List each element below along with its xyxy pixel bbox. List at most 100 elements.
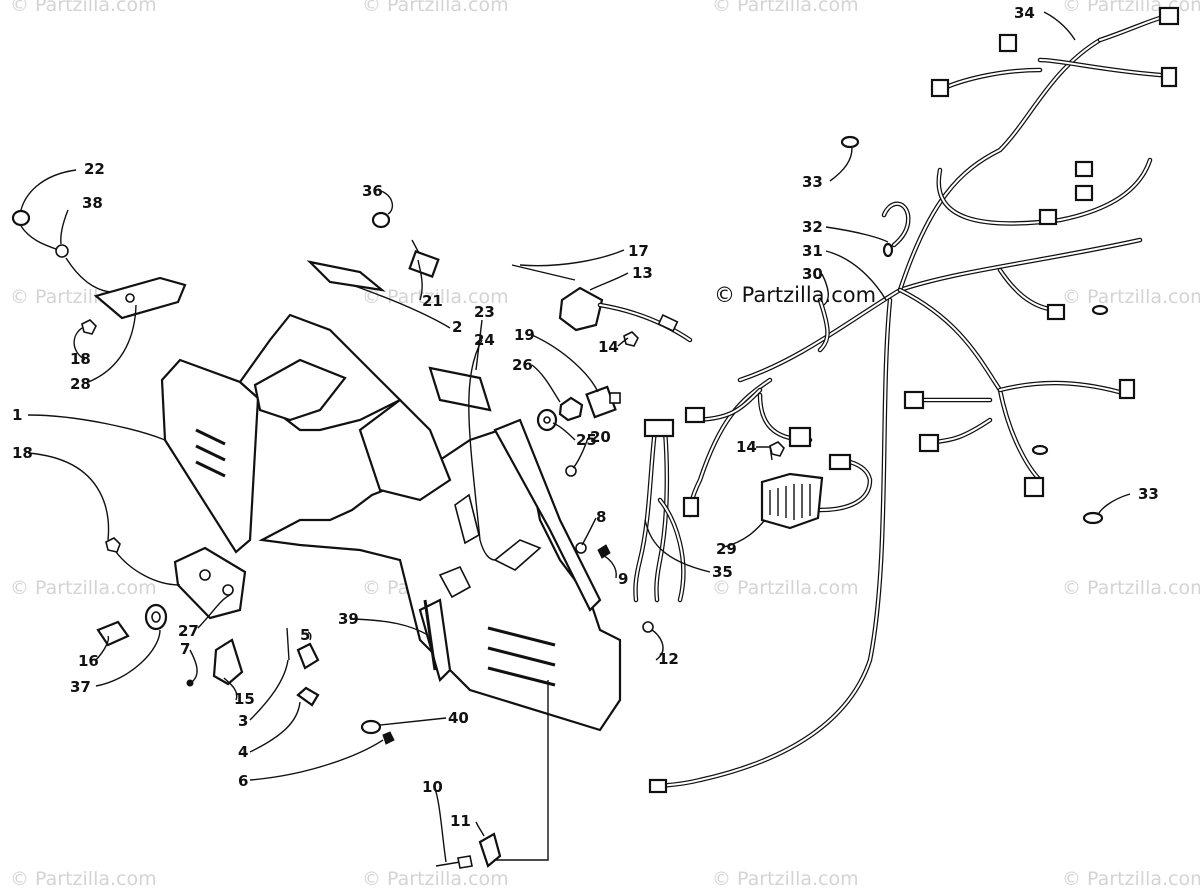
bracket-28 xyxy=(93,276,187,320)
nut-26 xyxy=(558,396,584,422)
callout-13: 13 xyxy=(632,264,653,282)
callout-26: 26 xyxy=(512,356,533,374)
cable-17 xyxy=(511,264,576,281)
callout-labels: 22 38 18 28 1 18 27 16 7 37 15 3 4 6 5 3… xyxy=(12,4,1159,830)
decal-23 xyxy=(428,366,492,412)
screw-7 xyxy=(186,679,194,687)
leader-lines xyxy=(20,11,1131,863)
callout-16: 16 xyxy=(78,652,99,670)
callout-33: 33 xyxy=(1138,485,1159,503)
callout-6: 6 xyxy=(238,772,248,790)
callout-29: 29 xyxy=(716,540,737,558)
screw-9 xyxy=(597,544,611,559)
callout-2: 2 xyxy=(452,318,462,336)
switch-19 xyxy=(585,385,621,419)
callout-30: 30 xyxy=(802,265,823,283)
watermark: © Partzilla.com xyxy=(10,0,157,16)
callout-5: 5 xyxy=(300,626,310,644)
callout-10: 10 xyxy=(422,778,443,796)
washer-12 xyxy=(642,621,654,633)
connector xyxy=(643,418,675,438)
connector xyxy=(682,496,700,518)
regulator-29 xyxy=(760,472,824,530)
clip-11 xyxy=(478,832,502,868)
connector xyxy=(1074,184,1094,202)
callout-28: 28 xyxy=(70,375,91,393)
watermark: © Partzilla.com xyxy=(1062,868,1200,890)
switch-21 xyxy=(408,239,440,278)
callout-1: 1 xyxy=(12,406,22,424)
connector xyxy=(1038,208,1058,226)
decal-2 xyxy=(306,260,386,292)
watermark: © Partzilla.com xyxy=(362,0,509,16)
callout-15: 15 xyxy=(234,690,255,708)
callout-31: 31 xyxy=(802,242,823,260)
nut-18 xyxy=(105,537,121,553)
callout-9: 9 xyxy=(618,570,628,588)
bracket-hole xyxy=(199,569,211,581)
watermark: © Partzilla.com xyxy=(1062,577,1200,599)
nut-14 xyxy=(769,441,785,457)
connector xyxy=(918,433,940,453)
pin-10 xyxy=(435,861,461,867)
callout-37: 37 xyxy=(70,678,91,696)
terminal-33 xyxy=(1082,511,1104,525)
watermark: © Partzilla.com xyxy=(362,868,509,890)
screw-6 xyxy=(382,731,395,745)
bracket-hole xyxy=(222,584,234,596)
terminal xyxy=(1031,444,1049,456)
washer-8 xyxy=(575,542,587,554)
wiring-harness xyxy=(633,6,1180,794)
callout-11: 11 xyxy=(450,812,471,830)
callout-36: 36 xyxy=(362,182,383,200)
nut-22 xyxy=(11,209,31,227)
callout-20: 20 xyxy=(590,428,611,446)
key-16 xyxy=(96,620,130,647)
connector xyxy=(1046,303,1066,321)
callout-38: 38 xyxy=(82,194,103,212)
bracket-27 xyxy=(173,546,247,620)
brand-label: © Partzilla.com xyxy=(714,283,877,307)
watermark: © Partzilla.com xyxy=(1062,286,1200,308)
callout-24: 24 xyxy=(474,331,495,349)
nut-14 xyxy=(623,331,639,347)
connector xyxy=(1023,476,1045,498)
watermark: © Partzilla.com xyxy=(712,0,859,16)
watermark: © Partzilla.com xyxy=(712,868,859,890)
callout-23: 23 xyxy=(474,303,495,321)
connector xyxy=(1160,66,1178,88)
nut-36 xyxy=(371,211,391,229)
callout-14: 14 xyxy=(598,338,619,356)
callout-32: 32 xyxy=(802,218,823,236)
callout-39: 39 xyxy=(338,610,359,628)
connector xyxy=(903,390,925,410)
callout-34: 34 xyxy=(1014,4,1035,22)
callout-21: 21 xyxy=(422,292,443,310)
callout-33: 33 xyxy=(802,173,823,191)
washer-20 xyxy=(565,465,577,477)
connector xyxy=(1074,160,1094,178)
washer-40 xyxy=(360,719,382,735)
console-housing xyxy=(160,313,622,732)
callout-25: 25 xyxy=(576,431,597,449)
connector xyxy=(648,778,668,794)
callout-17: 17 xyxy=(628,242,649,260)
connector xyxy=(828,453,852,471)
callout-35: 35 xyxy=(712,563,733,581)
bracket-4 xyxy=(296,686,320,707)
connector xyxy=(788,426,812,448)
connector xyxy=(998,33,1018,53)
callout-4: 4 xyxy=(238,743,248,761)
callout-7: 7 xyxy=(180,640,190,658)
terminal-33 xyxy=(840,135,860,149)
watermark: © Partzilla.com xyxy=(10,868,157,890)
bracket-hole xyxy=(125,293,135,303)
connector xyxy=(1118,378,1136,400)
connector xyxy=(684,406,706,424)
callout-18: 18 xyxy=(12,444,33,462)
callout-40: 40 xyxy=(448,709,469,727)
callout-19: 19 xyxy=(514,326,535,344)
callout-12: 12 xyxy=(658,650,679,668)
